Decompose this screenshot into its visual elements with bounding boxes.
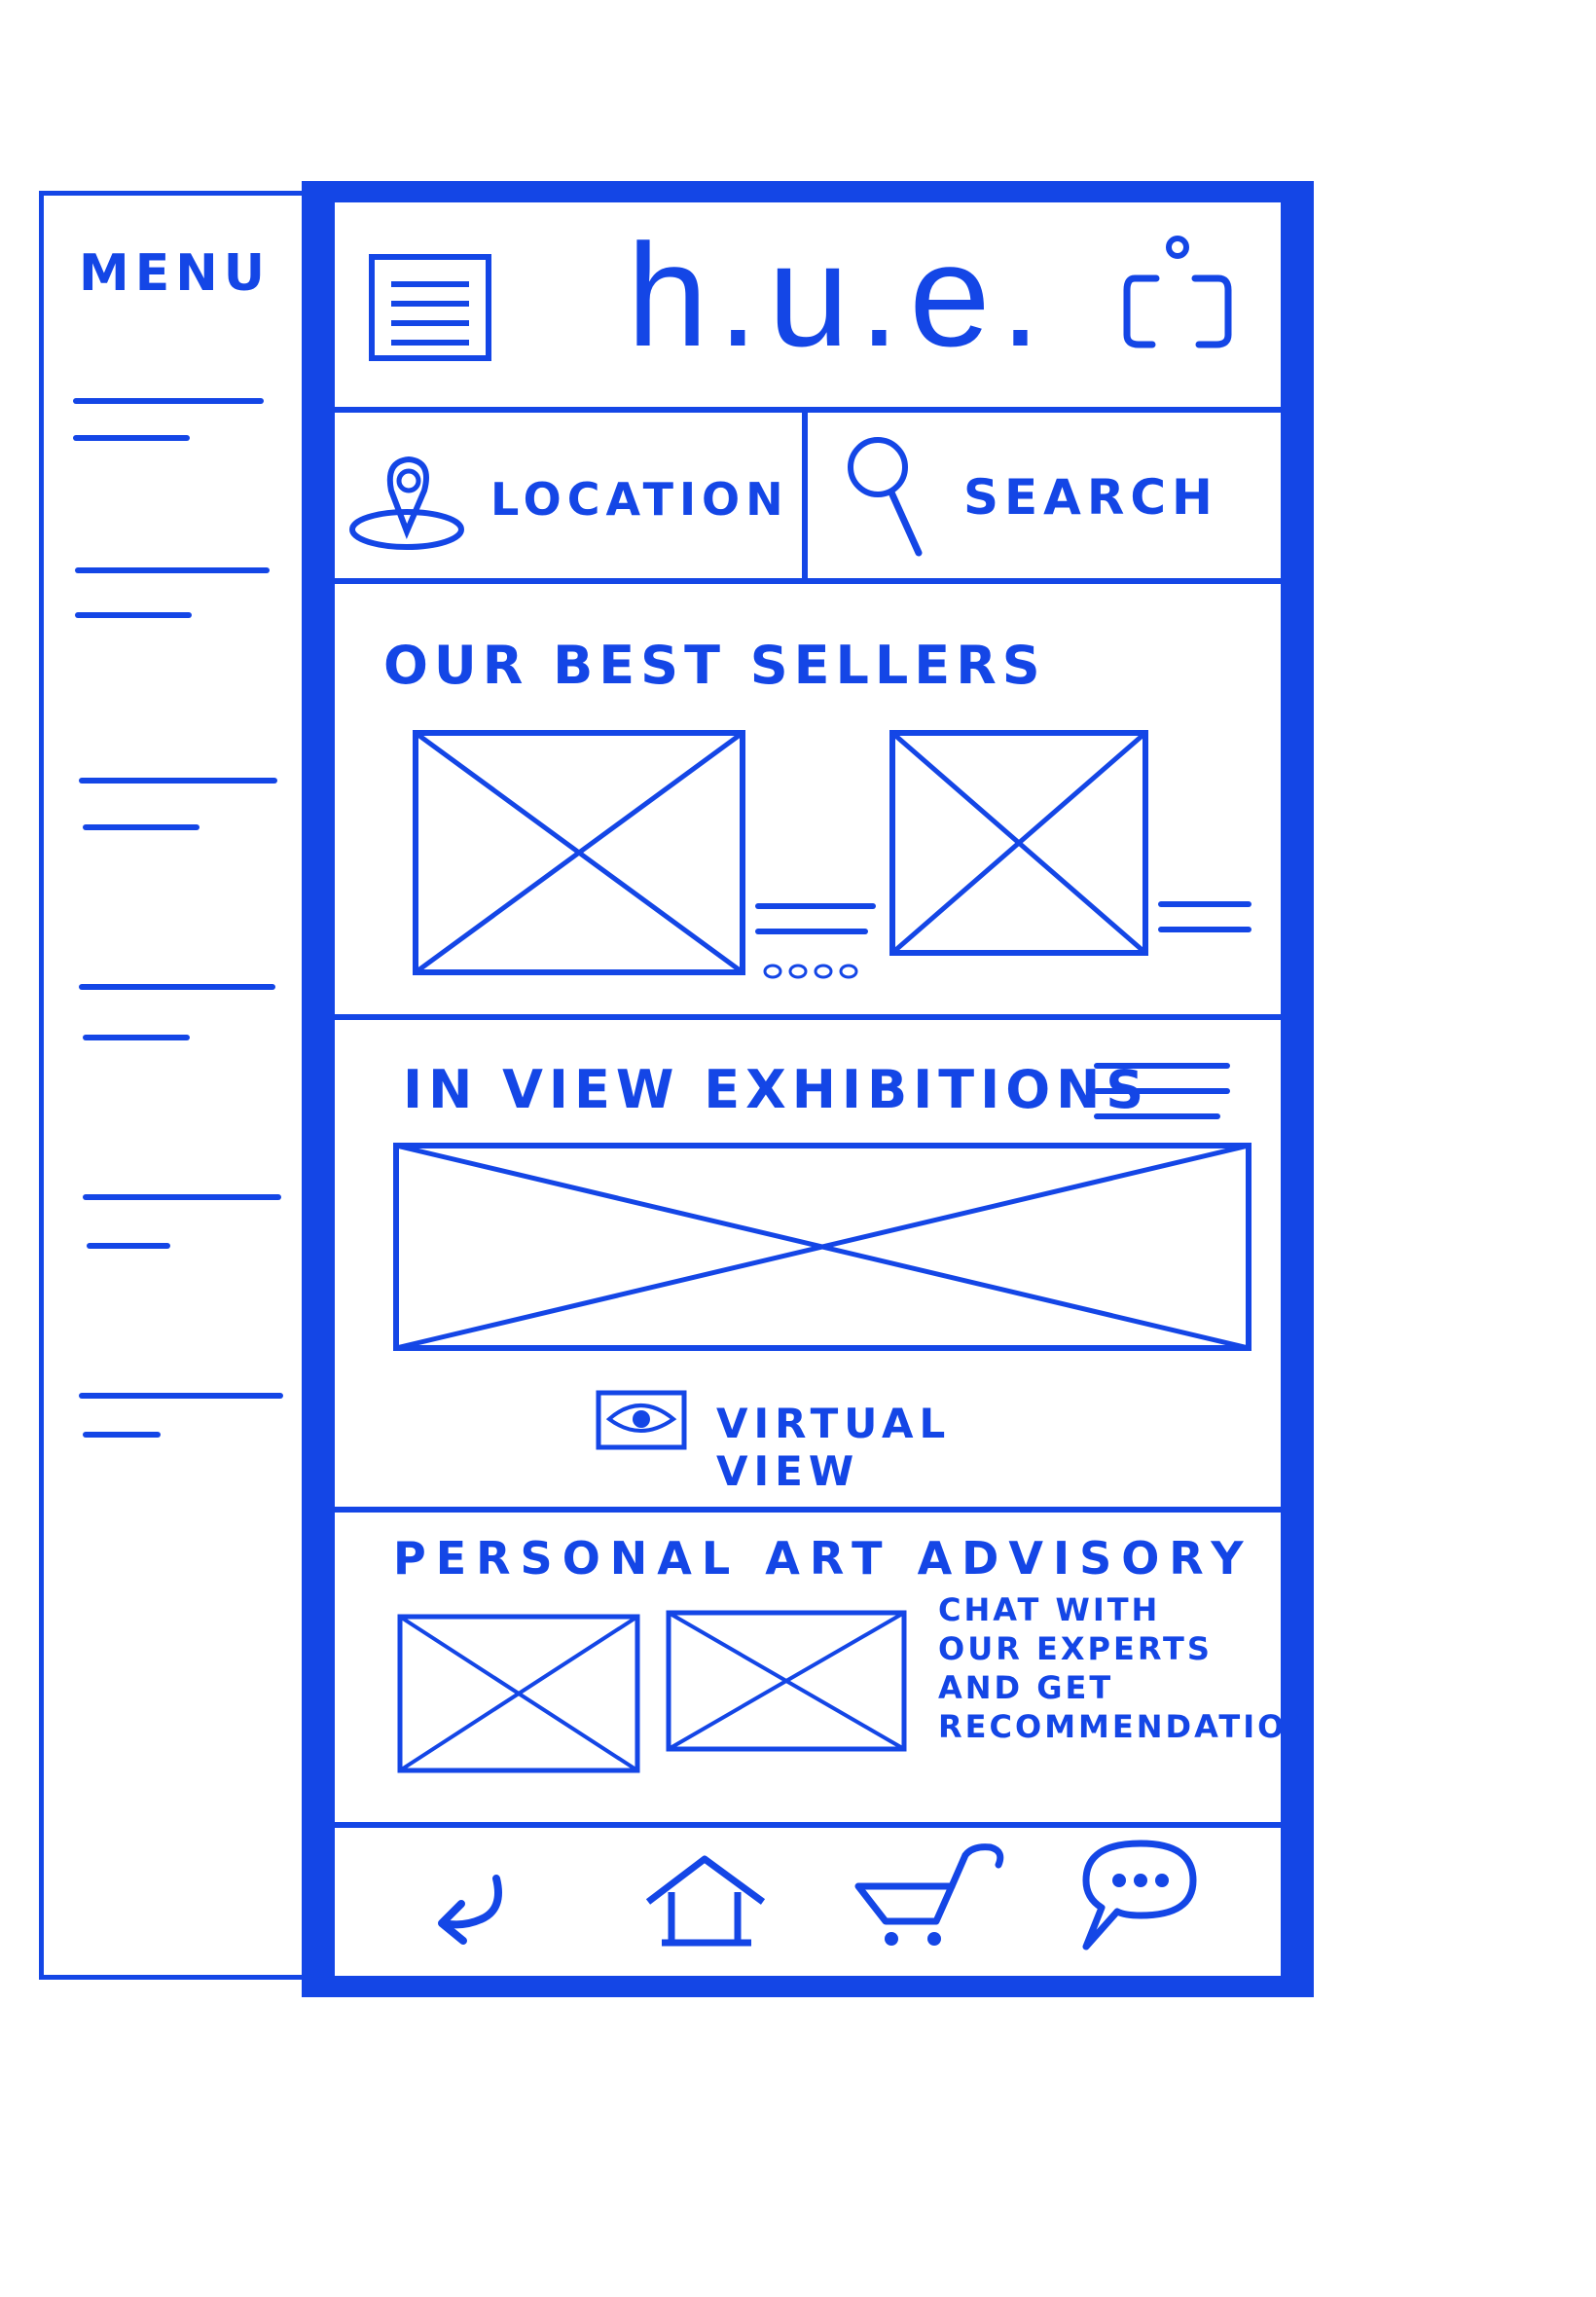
app-screen: h.u.e. LOCATION SEARCH [302,181,1314,1997]
back-icon[interactable] [432,1871,520,1953]
search-button[interactable]: SEARCH [808,413,1281,578]
best-sellers-section: OUR BEST SELLERS [335,584,1281,1197]
advisory-title: PERSONAL ART ADVISORY [393,1532,1253,1585]
menu-title: MENU [79,244,272,303]
product-card[interactable] [413,730,876,984]
advisory-line: RECOMMENDATION [938,1708,1317,1745]
search-label: SEARCH [963,469,1218,526]
home-icon[interactable] [642,1853,769,1955]
advisor-image[interactable] [397,1614,642,1777]
virtual-view-label: VIRTUAL VIEW [716,1400,952,1495]
cart-icon[interactable] [854,1843,1010,1955]
chat-icon[interactable] [1078,1838,1205,1959]
header: h.u.e. [335,202,1281,407]
exhibitions-title: IN VIEW EXHIBITIONS [403,1059,1150,1120]
bottom-nav [335,1828,1281,1976]
rating-dots [763,960,870,988]
product-image-placeholder [889,730,1148,956]
virtual-view-button[interactable]: VIRTUAL VIEW [596,1390,1082,1495]
product-image-placeholder [413,730,745,975]
eye-icon [596,1390,689,1457]
advisory-section: PERSONAL ART ADVISORY CHAT WITH OUR EXPE… [335,1513,1313,1820]
advisory-description[interactable]: CHAT WITH OUR EXPERTS AND GET RECOMMENDA… [938,1590,1316,1746]
product-card[interactable] [889,730,1251,965]
side-menu: MENU [39,191,331,1980]
hamburger-icon[interactable] [368,253,494,371]
search-icon [843,432,930,564]
advisor-image[interactable] [666,1610,909,1756]
location-pin-icon [346,452,473,564]
advisory-line: CHAT WITH [938,1591,1161,1628]
profile-icon[interactable] [1113,234,1250,375]
exhibition-banner[interactable] [393,1143,1259,1357]
advisory-line: AND GET [938,1669,1114,1706]
location-label: LOCATION [490,473,789,526]
advisory-line: OUR EXPERTS [938,1630,1213,1667]
location-button[interactable]: LOCATION [335,413,802,578]
app-logo[interactable]: h.u.e. [627,213,1051,377]
best-sellers-title: OUR BEST SELLERS [383,635,1046,696]
exhibitions-section: IN VIEW EXHIBITIONS VIRTUAL VIEW [335,1020,1281,1495]
